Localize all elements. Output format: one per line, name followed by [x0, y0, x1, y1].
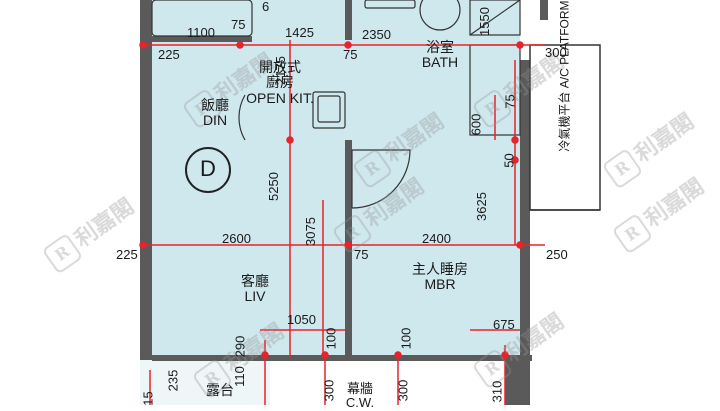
dim-1100: 1100: [187, 25, 215, 40]
dim-110: 110: [231, 366, 247, 387]
kitchen-fixtures: [151, 0, 346, 129]
dim-75-v: 75: [502, 94, 518, 109]
dim-75-top: 75: [231, 17, 246, 32]
dim-290: 290: [232, 335, 248, 358]
dim-2175: 2175: [272, 56, 288, 85]
dim-2350: 2350: [362, 27, 391, 42]
dim-250-mid: 250: [546, 247, 568, 262]
living-room-area: [152, 245, 348, 355]
unit-label: D: [200, 156, 216, 181]
dim-300-a: 300: [321, 379, 337, 402]
dim-1550: 1550: [476, 7, 492, 36]
dim-225-row1: 225: [158, 47, 180, 62]
dim-5250: 5250: [265, 172, 281, 201]
dim-2600: 2600: [222, 231, 251, 246]
living-label: 客廳 LIV: [241, 273, 269, 305]
dim-6-top: 6: [262, 0, 270, 14]
dim-235: 235: [165, 369, 181, 392]
dim-225-mid: 225: [116, 247, 138, 262]
dim-15: 15: [140, 391, 156, 406]
doors: [238, 94, 411, 209]
dim-1050: 1050: [287, 312, 316, 327]
corridor-area: [348, 135, 520, 245]
unit-d-circle: [185, 147, 231, 193]
bathroom-area: [348, 0, 520, 135]
curtain-wall-label: 幕牆 C.W.: [345, 381, 375, 411]
balcony-label: 露台: [206, 382, 234, 398]
bath-label: 浴室 BATH: [421, 39, 459, 71]
dim-1425: 1425: [285, 25, 314, 40]
dim-310: 310: [489, 380, 505, 403]
walls: [140, 0, 548, 405]
dining-label: 飯廳 DIN: [201, 97, 229, 129]
dim-675: 675: [493, 317, 515, 332]
dim-50-v: 50: [501, 153, 517, 168]
dim-3625: 3625: [473, 192, 489, 221]
dim-2400: 2400: [422, 231, 451, 246]
dim-75-row1: 75: [343, 47, 358, 62]
ac-platform-label: 冷氣機平台 A/C PLATFORM: [557, 0, 572, 152]
master-bedroom-label: 主人睡房 MBR: [412, 261, 468, 293]
dim-100-b: 100: [398, 327, 414, 350]
dim-300-row1: 300: [545, 45, 567, 60]
master-bedroom-area: [348, 245, 520, 355]
dim-75-mid: 75: [354, 247, 369, 262]
balcony-area: [140, 360, 270, 405]
ac-platform: [529, 44, 601, 211]
dim-100-a: 100: [323, 327, 339, 350]
dim-300-b: 300: [395, 379, 411, 402]
dimension-lines: [139, 40, 545, 405]
kitchen-label: 開放式 廚房 OPEN KIT.: [246, 59, 314, 106]
dim-600: 600: [468, 113, 484, 136]
dim-3075: 3075: [302, 217, 318, 246]
